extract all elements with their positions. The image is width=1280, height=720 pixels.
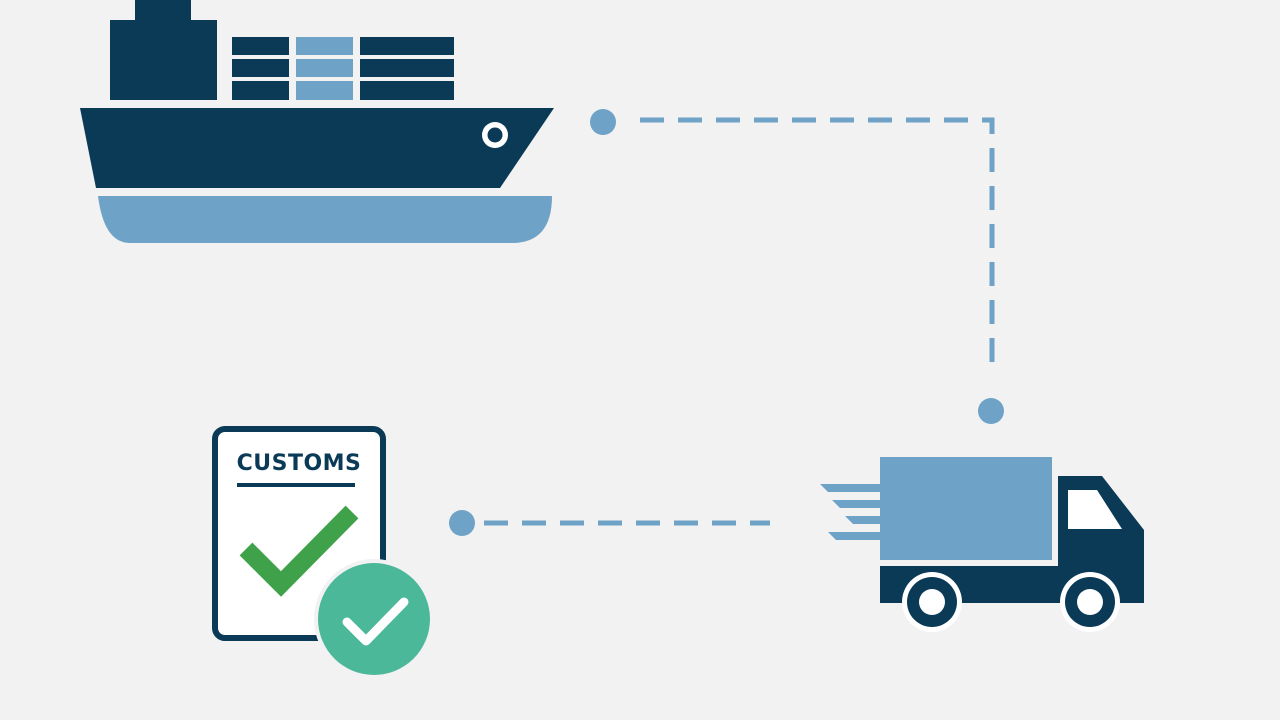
checkmark-icon [239, 505, 359, 597]
document-title-underline [237, 483, 355, 487]
route-node [590, 109, 616, 135]
route-node [978, 398, 1004, 424]
truck-cargo-box [880, 457, 1052, 560]
delivery-truck-icon [820, 457, 1144, 632]
truck-window [1068, 490, 1122, 529]
route-truck-to-customs [449, 510, 770, 536]
container [232, 81, 289, 100]
truck-wheel-rear [902, 572, 962, 632]
container [296, 37, 353, 55]
document-title: CUSTOMS [237, 451, 362, 476]
ship-bridge [110, 20, 217, 100]
container [360, 37, 454, 55]
ship-hull-upper [80, 108, 554, 188]
approved-badge-icon [314, 559, 434, 679]
container [296, 81, 353, 100]
cargo-ship-icon [80, 0, 554, 243]
container [232, 37, 289, 55]
ship-hull-lower [98, 196, 552, 243]
route-node [449, 510, 475, 536]
customs-document-icon: CUSTOMS [212, 426, 434, 679]
container [232, 59, 289, 77]
ship-containers [232, 37, 454, 100]
container [360, 59, 454, 77]
container [296, 59, 353, 77]
route-ship-to-truck [590, 109, 1004, 424]
container [360, 81, 454, 100]
truck-wheel-front [1060, 572, 1120, 632]
dashed-connector [640, 117, 995, 370]
badge-check-icon [342, 597, 409, 646]
